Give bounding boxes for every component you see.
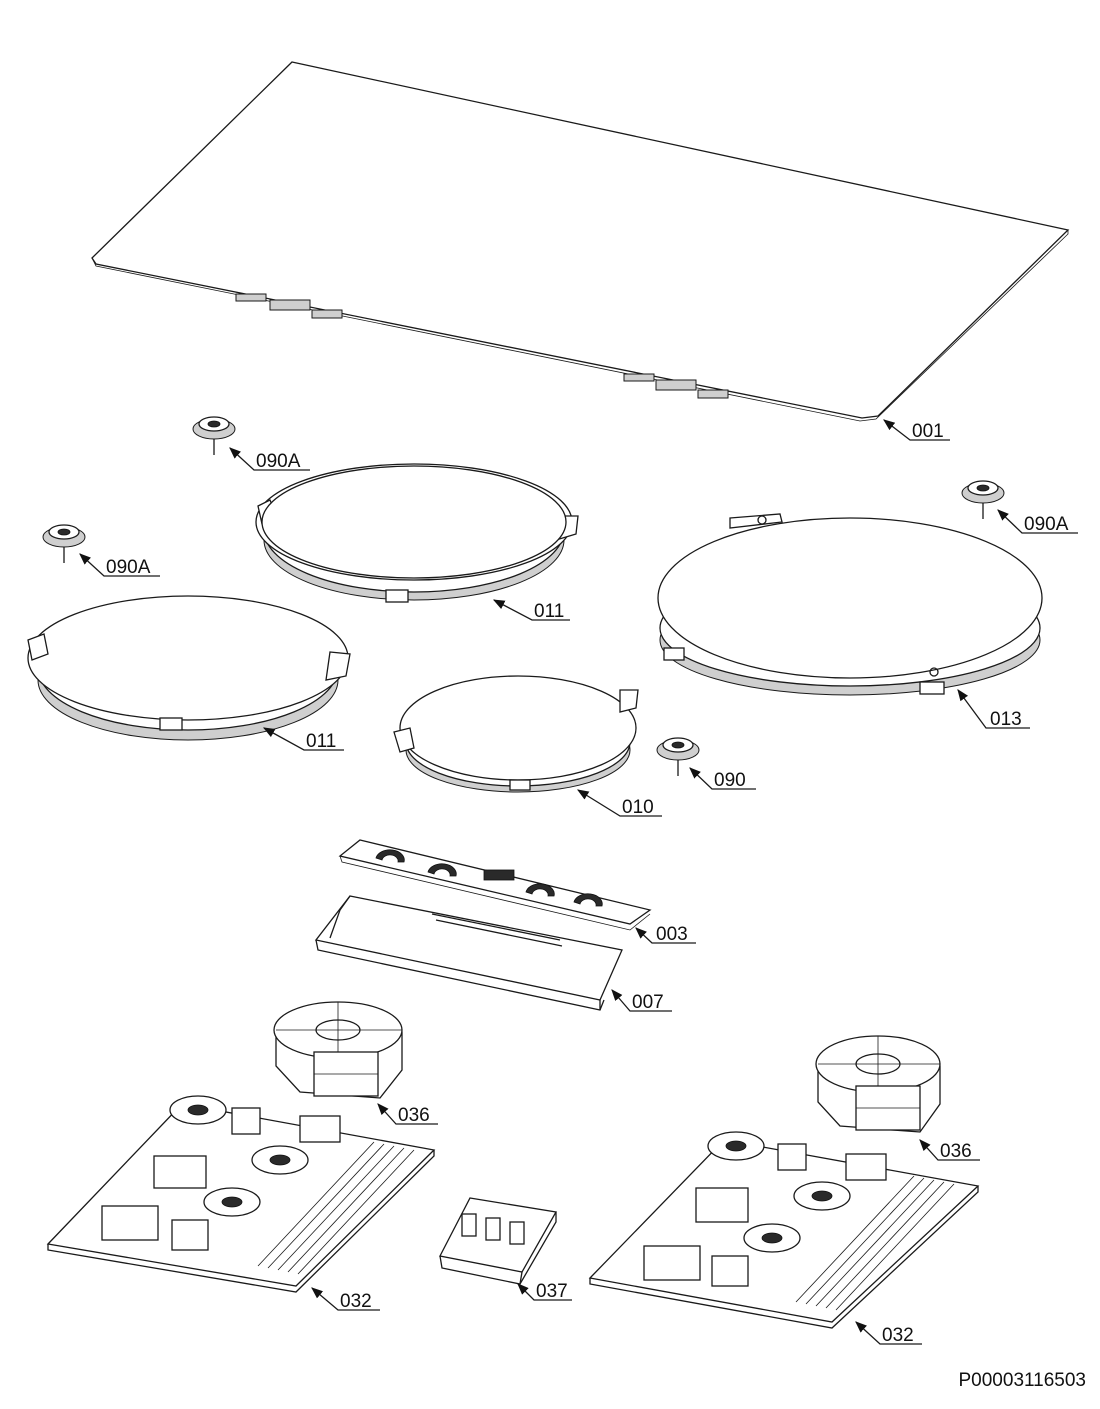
control-board-frame (314, 895, 623, 1011)
label-part-011-2: 011 (306, 731, 336, 752)
power-board-left (46, 1095, 436, 1293)
label-part-090a-2: 090A (106, 557, 151, 578)
label-part-010: 010 (622, 797, 654, 818)
terminal-block (439, 1197, 558, 1285)
cooling-fan-left (273, 1001, 403, 1099)
induction-coil-upper (255, 463, 579, 603)
label-part-090a-3: 090A (1024, 514, 1069, 535)
glass-cooktop-panel (91, 61, 1070, 422)
label-part-090: 090 (714, 770, 746, 791)
temperature-sensor-1 (192, 416, 236, 455)
label-part-036-1: 036 (398, 1105, 430, 1126)
control-board (338, 839, 652, 931)
label-part-013: 013 (990, 709, 1022, 730)
temperature-sensor-3 (961, 480, 1005, 519)
induction-coil-small (393, 675, 639, 793)
label-part-032-2: 032 (882, 1325, 914, 1346)
power-board-right (588, 1131, 980, 1329)
label-part-001: 001 (912, 421, 944, 442)
label-part-011-1: 011 (534, 601, 564, 622)
label-part-090a-1: 090A (256, 451, 301, 472)
temperature-sensor-4 (656, 737, 700, 776)
document-id: P00003116503 (958, 1370, 1087, 1391)
temperature-sensor-2 (42, 524, 86, 563)
induction-coil-left (27, 595, 351, 741)
label-part-037: 037 (536, 1281, 568, 1302)
induction-coil-large (657, 513, 1043, 696)
label-part-003: 003 (656, 924, 688, 945)
leader-lines (79, 419, 1078, 1345)
label-part-007: 007 (632, 992, 664, 1013)
cooling-fan-right (815, 1035, 941, 1133)
label-part-032-1: 032 (340, 1291, 372, 1312)
label-part-036-2: 036 (940, 1141, 972, 1162)
